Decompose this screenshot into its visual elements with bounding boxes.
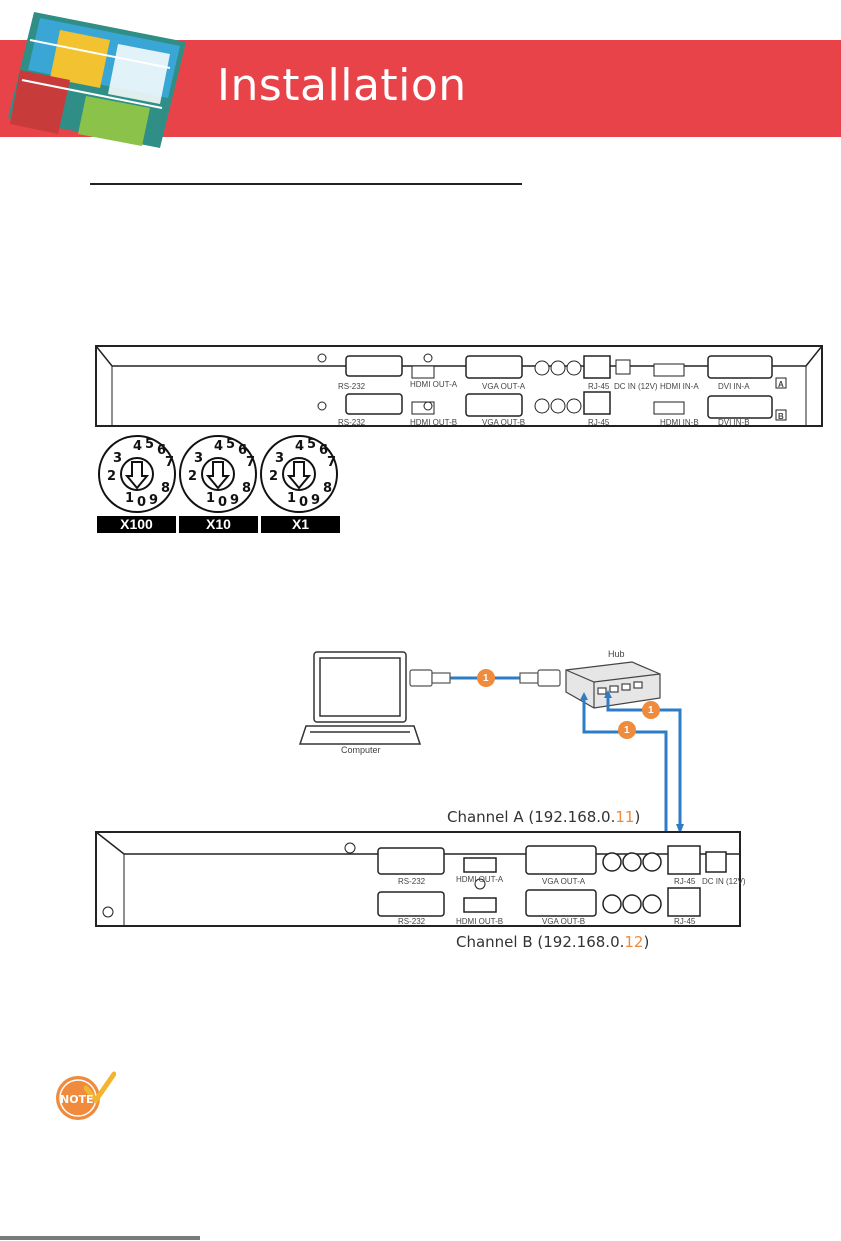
- svg-text:5: 5: [145, 437, 154, 452]
- svg-text:0: 0: [137, 495, 146, 510]
- svg-text:6: 6: [157, 443, 166, 458]
- note-icon-text: NOTE: [60, 1093, 94, 1106]
- svg-text:9: 9: [230, 493, 239, 508]
- diagram-a-label-1: RS-232: [398, 877, 426, 886]
- network-diagram: [95, 651, 741, 927]
- computer-icon: [298, 651, 422, 745]
- cable-marker-label-1: 1: [483, 673, 489, 684]
- panel-top-b-label-2: HDMI OUT-B: [410, 418, 458, 427]
- cable-marker-1: [477, 669, 495, 687]
- svg-text:7: 7: [165, 455, 174, 470]
- dial-label-x10: X10: [179, 516, 261, 533]
- diagram-a-label-3: VGA OUT-A: [542, 877, 586, 886]
- panel-tag-b: B: [778, 412, 784, 421]
- page-title: Installation: [217, 60, 467, 111]
- diagram-b-label-3: VGA OUT-B: [542, 917, 586, 926]
- diagram-a-label-5: DC IN (12V): [702, 877, 746, 886]
- svg-text:9: 9: [149, 493, 158, 508]
- diagram-b-label-1: RS-232: [398, 917, 426, 926]
- diagram-b-label-2: HDMI OUT-B: [456, 917, 504, 926]
- panel-top-a-label-7: DVI IN-A: [718, 382, 750, 391]
- panel-top-b-label-6: DVI IN-B: [718, 418, 750, 427]
- svg-text:4: 4: [133, 439, 142, 454]
- panel-top-a-label-1: RS-232: [338, 382, 366, 391]
- section-heading-rule: [90, 183, 522, 185]
- footer-edge: [0, 1236, 200, 1240]
- panel-top-a-label-4: RJ-45: [588, 382, 610, 391]
- cable-marker-label-2: 1: [648, 705, 654, 716]
- svg-text:4: 4: [295, 439, 304, 454]
- panel-top-b-label-5: HDMI IN-B: [660, 418, 699, 427]
- diagram-a-label-2: HDMI OUT-A: [456, 875, 504, 884]
- panel-top-b-label-4: RJ-45: [588, 418, 610, 427]
- panel-tag-a: A: [778, 380, 784, 389]
- panel-top-a-label-3: VGA OUT-A: [482, 382, 526, 391]
- hub-label: Hub: [608, 649, 625, 659]
- svg-text:4: 4: [214, 439, 223, 454]
- panel-top-a-label-6: HDMI IN-A: [660, 382, 699, 391]
- header-graphic: [8, 12, 186, 148]
- svg-text:3: 3: [113, 451, 122, 466]
- svg-text:2: 2: [269, 469, 278, 484]
- panel-top-a-label-5: DC IN (12V): [614, 382, 658, 391]
- dial-label-x100: X100: [97, 516, 179, 533]
- note-icon: NOTE: [56, 1071, 116, 1120]
- svg-text:6: 6: [238, 443, 247, 458]
- channel-a-ip-prefix: 192.168.0.: [534, 808, 616, 826]
- computer-label: Computer: [341, 745, 381, 755]
- channel-b-name: Channel B: [456, 933, 533, 951]
- svg-text:3: 3: [275, 451, 284, 466]
- channel-b-ip-prefix: 192.168.0.: [543, 933, 625, 951]
- channel-b-label: Channel B (192.168.0.12): [456, 933, 650, 951]
- panel-top-a-label-2: HDMI OUT-A: [410, 380, 458, 389]
- channel-a-label: Channel A (192.168.0.11): [447, 808, 641, 826]
- panel-top-b-label-3: VGA OUT-B: [482, 418, 526, 427]
- diagram-b-label-4: RJ-45: [674, 917, 696, 926]
- svg-text:2: 2: [107, 469, 116, 484]
- svg-text:5: 5: [226, 437, 235, 452]
- svg-text:5: 5: [307, 437, 316, 452]
- dial-label-x1: X1: [291, 516, 310, 532]
- channel-b-ip-suffix: 12: [624, 933, 644, 951]
- svg-text:1: 1: [287, 491, 296, 506]
- svg-text:1: 1: [206, 491, 215, 506]
- hub-icon: [565, 661, 661, 709]
- svg-text:8: 8: [161, 481, 170, 496]
- svg-text:1: 1: [125, 491, 134, 506]
- diagram-a-label-4: RJ-45: [674, 877, 696, 886]
- svg-text:7: 7: [246, 455, 255, 470]
- panel-top-b-label-1: RS-232: [338, 418, 366, 427]
- dial-label-bar: X100 X10 X1: [97, 516, 340, 533]
- svg-text:0: 0: [218, 495, 227, 510]
- svg-text:7: 7: [327, 455, 336, 470]
- cable-marker-label-3: 1: [624, 725, 630, 736]
- svg-text:2: 2: [188, 469, 197, 484]
- svg-text:8: 8: [323, 481, 332, 496]
- svg-text:6: 6: [319, 443, 328, 458]
- channel-a-ip-suffix: 11: [615, 808, 635, 826]
- rear-panel-top: [95, 345, 823, 427]
- svg-text:8: 8: [242, 481, 251, 496]
- svg-text:9: 9: [311, 493, 320, 508]
- svg-text:3: 3: [194, 451, 203, 466]
- svg-text:0: 0: [299, 495, 308, 510]
- channel-a-name: Channel A: [447, 808, 524, 826]
